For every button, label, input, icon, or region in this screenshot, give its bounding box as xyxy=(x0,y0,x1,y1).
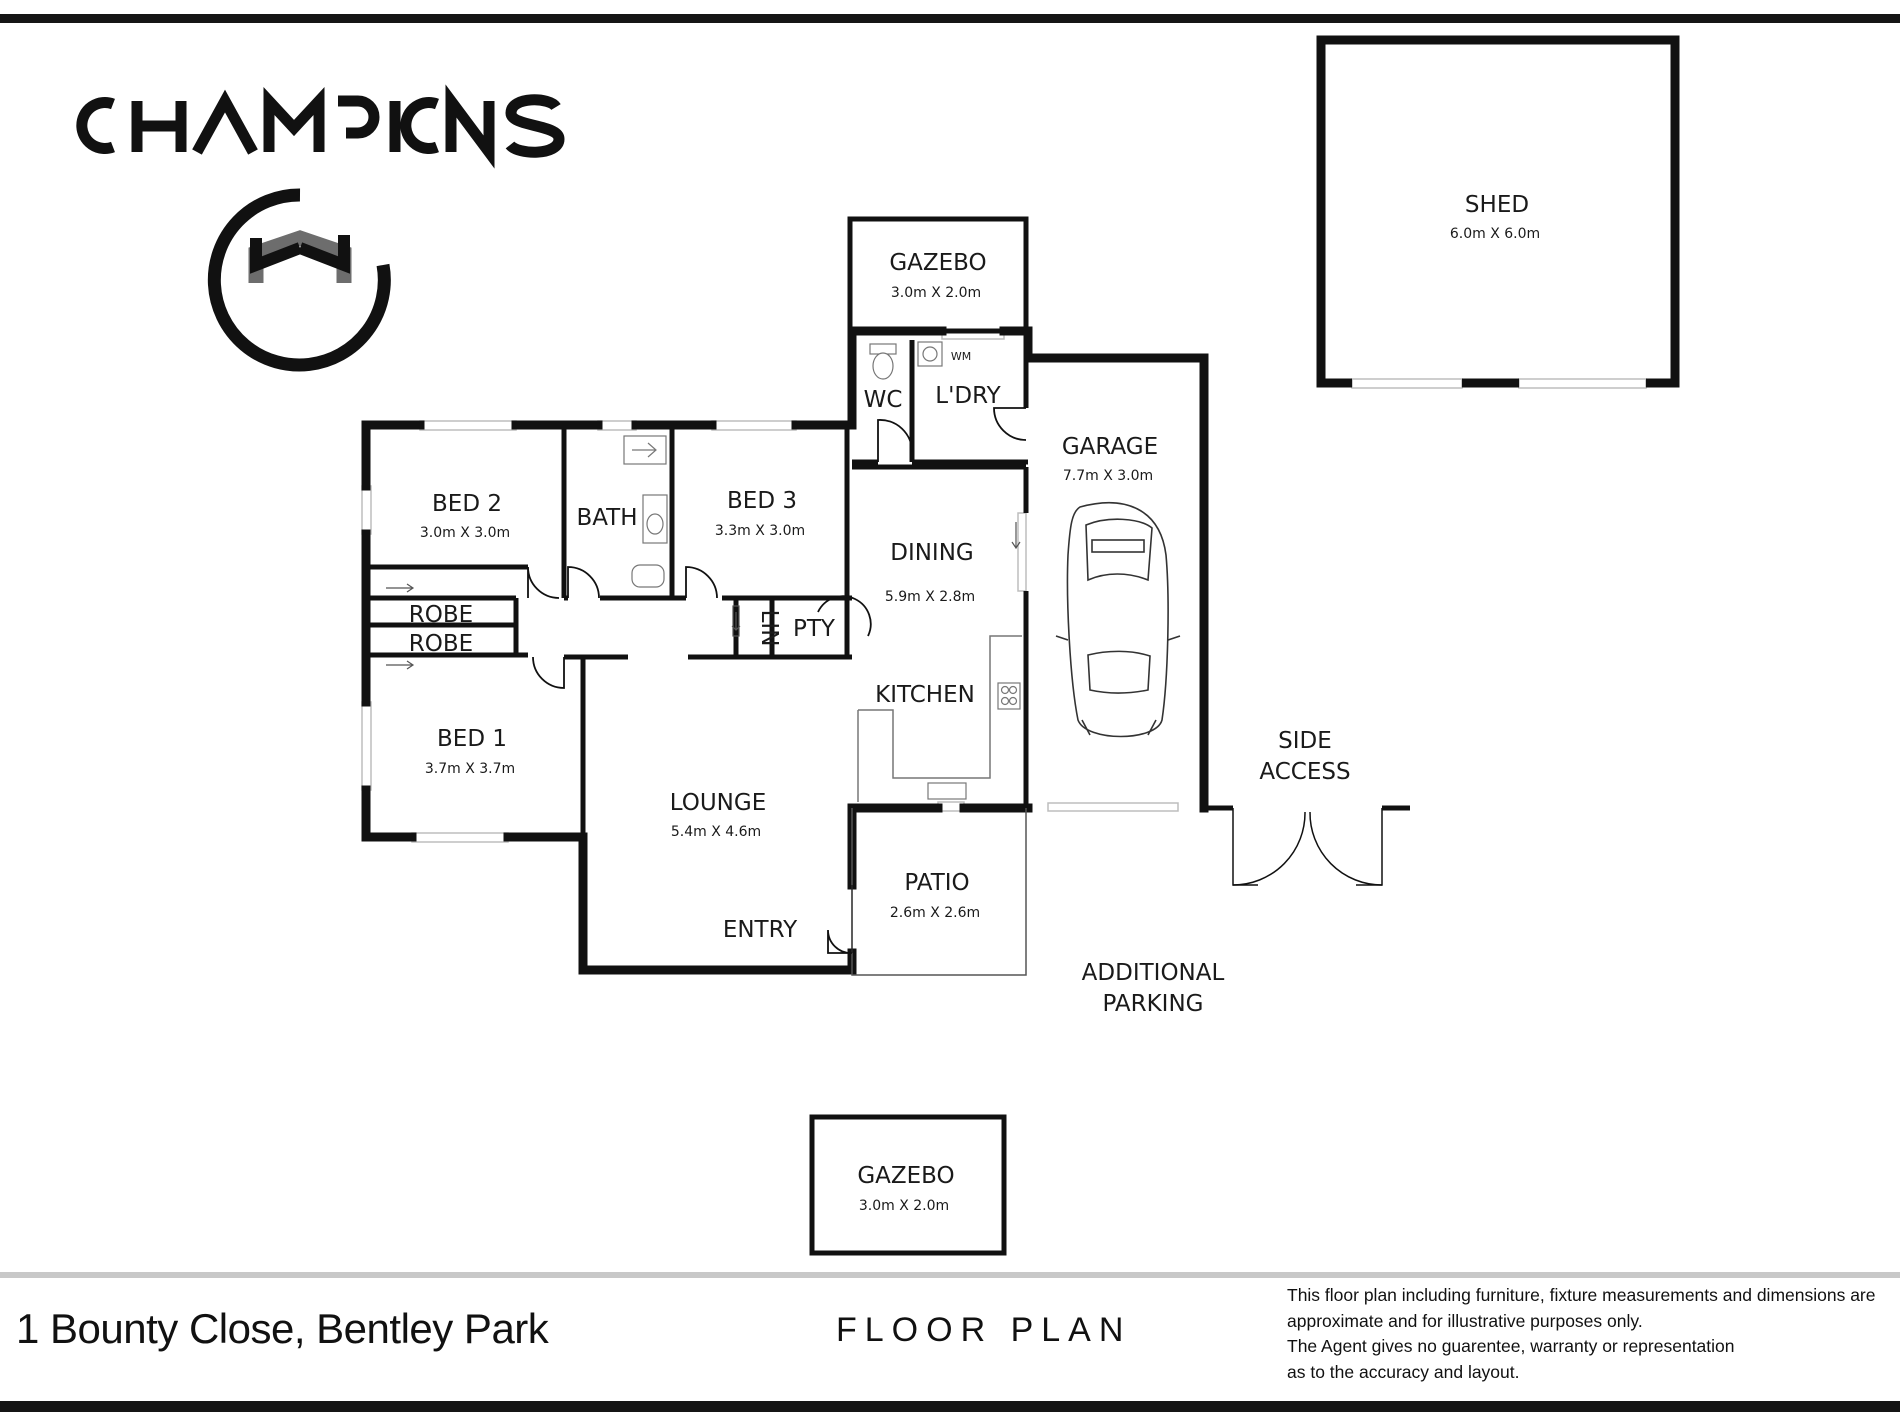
room-name-dining: DINING xyxy=(890,540,974,566)
room-name-bed3: BED 3 xyxy=(727,488,797,514)
label-lin: LIN xyxy=(756,610,782,647)
bottom-border-rule xyxy=(0,1401,1900,1412)
footer-divider-rule xyxy=(0,1272,1900,1278)
label-wm: WM xyxy=(951,350,971,363)
room-dims-gazebo-bottom: 3.0m X 2.0m xyxy=(859,1198,949,1214)
doors xyxy=(527,407,1383,954)
car-icon xyxy=(1055,502,1181,738)
label-ldry: L'DRY xyxy=(935,383,1001,409)
label-kitchen: KITCHEN xyxy=(875,682,975,708)
gazebo-top-outline xyxy=(847,216,1029,334)
label-side-access-line1: SIDE xyxy=(1278,728,1332,754)
disclaimer-text: This floor plan including furniture, fix… xyxy=(1287,1283,1897,1385)
room-name-gazebo-bottom: GAZEBO xyxy=(857,1163,954,1189)
room-dims-bed2: 3.0m X 3.0m xyxy=(420,525,510,541)
room-name-gazebo-top: GAZEBO xyxy=(889,250,986,276)
exterior-walls xyxy=(361,326,1209,975)
disclaimer-line: The Agent gives no guarentee, warranty o… xyxy=(1287,1336,1735,1356)
room-name-bed2: BED 2 xyxy=(432,491,502,517)
label-entry: ENTRY xyxy=(723,917,798,943)
disclaimer-line: approximate and for illustrative purpose… xyxy=(1287,1310,1643,1331)
floor-plan-title: FLOOR PLAN xyxy=(836,1311,1132,1349)
room-dims-bed3: 3.3m X 3.0m xyxy=(715,523,805,539)
gazebo-bottom-outline xyxy=(809,1114,1007,1256)
room-dims-gazebo-top: 3.0m X 2.0m xyxy=(891,285,981,301)
room-name-lounge: LOUNGE xyxy=(670,790,767,816)
room-dims-bed1: 3.7m X 3.7m xyxy=(425,761,515,777)
disclaimer-line: as to the accuracy and layout. xyxy=(1287,1361,1520,1382)
outbuildings xyxy=(809,35,1680,1256)
label-bath: BATH xyxy=(576,505,637,531)
room-name-bed1: BED 1 xyxy=(437,726,507,752)
label-robe-top: ROBE xyxy=(409,602,473,628)
fixtures xyxy=(386,341,1021,800)
room-dims-dining: 5.9m X 2.8m xyxy=(885,589,975,605)
room-dims-patio: 2.6m X 2.6m xyxy=(890,905,980,921)
label-pty: PTY xyxy=(793,616,836,642)
shed-outline xyxy=(1316,35,1680,388)
label-additional-parking-line1: ADDITIONAL xyxy=(1082,960,1225,986)
property-address: 1 Bounty Close, Bentley Park xyxy=(16,1305,549,1352)
brand-wordmark xyxy=(76,84,565,169)
room-dims-shed: 6.0m X 6.0m xyxy=(1450,226,1540,242)
room-name-garage: GARAGE xyxy=(1062,434,1158,460)
disclaimer-line: This floor plan including furniture, fix… xyxy=(1287,1285,1876,1305)
room-name-patio: PATIO xyxy=(904,870,969,896)
brand-emblem-icon xyxy=(207,188,391,372)
label-robe-bottom: ROBE xyxy=(409,631,473,657)
label-side-access-line2: ACCESS xyxy=(1259,759,1350,785)
room-dims-lounge: 5.4m X 4.6m xyxy=(671,824,761,840)
label-additional-parking-line2: PARKING xyxy=(1102,991,1203,1017)
room-name-shed: SHED xyxy=(1465,192,1529,218)
label-wc: WC xyxy=(864,387,903,413)
room-dims-garage: 7.7m X 3.0m xyxy=(1063,468,1153,484)
top-border-rule xyxy=(0,14,1900,23)
